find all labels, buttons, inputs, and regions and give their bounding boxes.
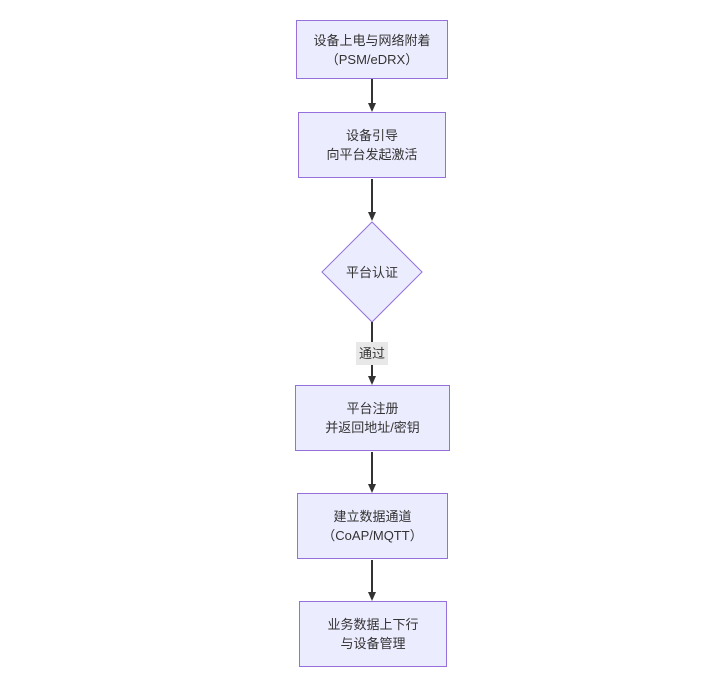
flow-node-business-data: 业务数据上下行 与设备管理 bbox=[299, 601, 447, 667]
arrow-channel-to-business bbox=[371, 560, 373, 593]
flow-node-data-channel: 建立数据通道 （CoAP/MQTT） bbox=[297, 493, 448, 559]
node-label-line: 建立数据通道 bbox=[333, 509, 412, 524]
flow-node-power-on: 设备上电与网络附着 （PSM/eDRX） bbox=[296, 20, 448, 79]
arrow-register-to-channel bbox=[371, 452, 373, 485]
arrowhead-icon bbox=[368, 376, 376, 385]
node-label-line: 设备上电与网络附着 bbox=[313, 32, 431, 48]
node-label-line: （CoAP/MQTT） bbox=[322, 528, 423, 543]
decision-label: 平台认证 bbox=[345, 264, 398, 280]
node-label-line: 并返回地址/密钥 bbox=[325, 420, 420, 435]
flow-node-register: 平台注册 并返回地址/密钥 bbox=[295, 385, 450, 451]
flow-decision-platform-auth: 平台认证 bbox=[320, 220, 424, 324]
flow-node-bootstrap: 设备引导 向平台发起激活 bbox=[298, 112, 446, 178]
arrowhead-icon bbox=[368, 103, 376, 112]
node-label-line: 向平台发起激活 bbox=[326, 147, 418, 162]
node-label-line: （PSM/eDRX） bbox=[325, 51, 419, 67]
arrow-bootstrap-to-auth bbox=[371, 179, 373, 213]
node-label-line: 业务数据上下行 bbox=[327, 617, 419, 632]
node-label-line: 与设备管理 bbox=[340, 636, 406, 651]
arrowhead-icon bbox=[368, 484, 376, 493]
node-label-line: 平台注册 bbox=[346, 401, 399, 416]
node-label-line: 设备引导 bbox=[345, 128, 398, 143]
arrowhead-icon bbox=[368, 212, 376, 221]
edge-label-pass: 通过 bbox=[355, 342, 389, 365]
arrowhead-icon bbox=[368, 592, 376, 601]
arrow-power-to-bootstrap bbox=[371, 79, 373, 104]
